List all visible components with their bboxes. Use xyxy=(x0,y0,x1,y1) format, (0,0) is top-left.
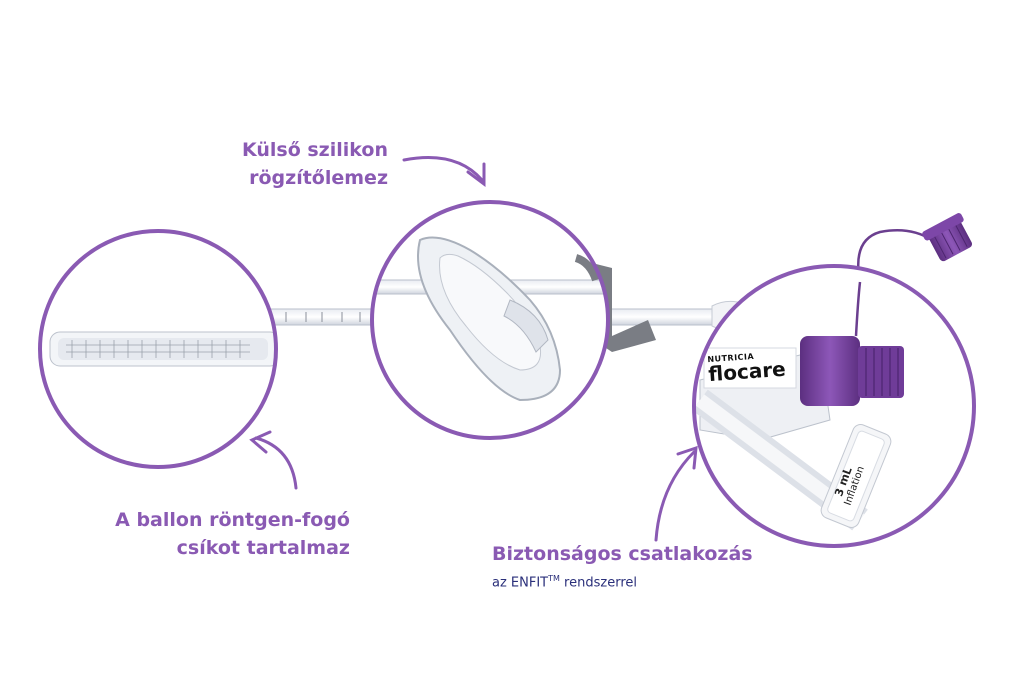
connection-arrow xyxy=(654,450,696,542)
connector-detail xyxy=(692,264,976,548)
cap-tether xyxy=(856,213,972,283)
external-plate-detail xyxy=(370,200,610,440)
balloon-detail xyxy=(38,229,278,469)
balloon-caption: A ballon röntgen-fogó csíkot tartalmaz xyxy=(60,506,350,562)
balloon-arrow-head xyxy=(249,430,272,454)
balloon-line2: csíkot tartalmaz xyxy=(176,537,350,559)
connection-subcaption: az ENFITTM rendszerrel xyxy=(492,574,637,590)
enfit-text: az ENFIT xyxy=(492,575,549,591)
tube-clamp xyxy=(580,260,656,352)
brand-logo: NUTRICIA flocare xyxy=(707,349,799,387)
plate-arrow xyxy=(402,156,484,182)
balloon-arrow xyxy=(254,436,298,490)
connection-caption: Biztonságos csatlakozás xyxy=(492,543,753,565)
trademark-mark: TM xyxy=(548,574,560,583)
external-plate-caption: Külső szilikon rögzítőlemez xyxy=(200,136,388,192)
plate-arrow-head xyxy=(466,162,486,187)
external-plate-line1: Külső szilikon xyxy=(241,139,388,161)
external-plate-line2: rögzítőlemez xyxy=(249,167,388,189)
system-text: rendszerrel xyxy=(559,575,637,591)
brand-name-text: flocare xyxy=(707,356,787,387)
callout-arrows xyxy=(249,156,698,542)
balloon-line1: A ballon röntgen-fogó xyxy=(115,509,350,531)
connection-arrow-head xyxy=(676,445,698,470)
